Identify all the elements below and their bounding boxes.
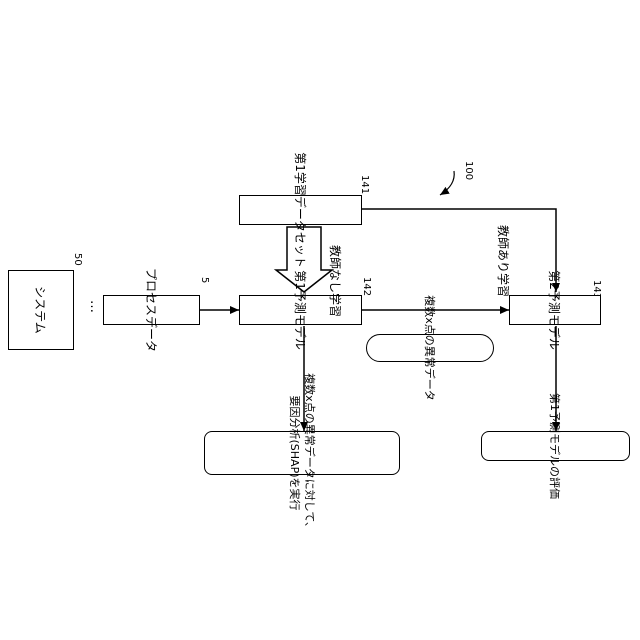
training-set-box: 第1学習データセット <box>239 195 362 225</box>
training-set-label: 第1学習データセット <box>292 152 309 268</box>
system-box: システム <box>8 270 74 350</box>
shap-box: 複数x点の異常データに対して、 要因分析(SHAP)を実行 <box>204 431 400 475</box>
supervised-learning-label: 教師あり学習 <box>495 225 512 297</box>
training-set-ref: 141 <box>359 175 370 194</box>
system-label: システム <box>33 286 50 334</box>
shap-line1: 複数x点の異常データに対して、 <box>302 373 317 533</box>
evaluation-label: 第1予測モデルの評価 <box>548 393 564 499</box>
process-data-box: プロセスデータ <box>103 295 200 325</box>
process-data-ref: 5 <box>199 277 210 283</box>
evaluation-box: 第1予測モデルの評価 <box>481 431 630 461</box>
model2-box: 第2予測モデル <box>509 295 601 325</box>
system-ref: 50 <box>72 253 83 266</box>
unsupervised-learning-label: 教師なし学習 <box>327 245 344 317</box>
ref-100-arrow <box>440 171 454 195</box>
model2-label: 第2予測モデル <box>547 270 564 350</box>
shap-line2: 要因分析(SHAP)を実行 <box>287 396 302 511</box>
ellipsis-text: … <box>87 300 102 313</box>
model1-ref: 142 <box>361 277 372 296</box>
anomaly-data-box: 複数x点の異常データ <box>366 334 494 362</box>
model1-label: 第1予測モデル <box>292 270 309 350</box>
ref-100-label: 100 <box>463 161 474 180</box>
process-data-label: プロセスデータ <box>143 268 160 352</box>
anomaly-data-label: 複数x点の異常データ <box>422 295 438 401</box>
edge-training-to-model2 <box>362 209 556 292</box>
